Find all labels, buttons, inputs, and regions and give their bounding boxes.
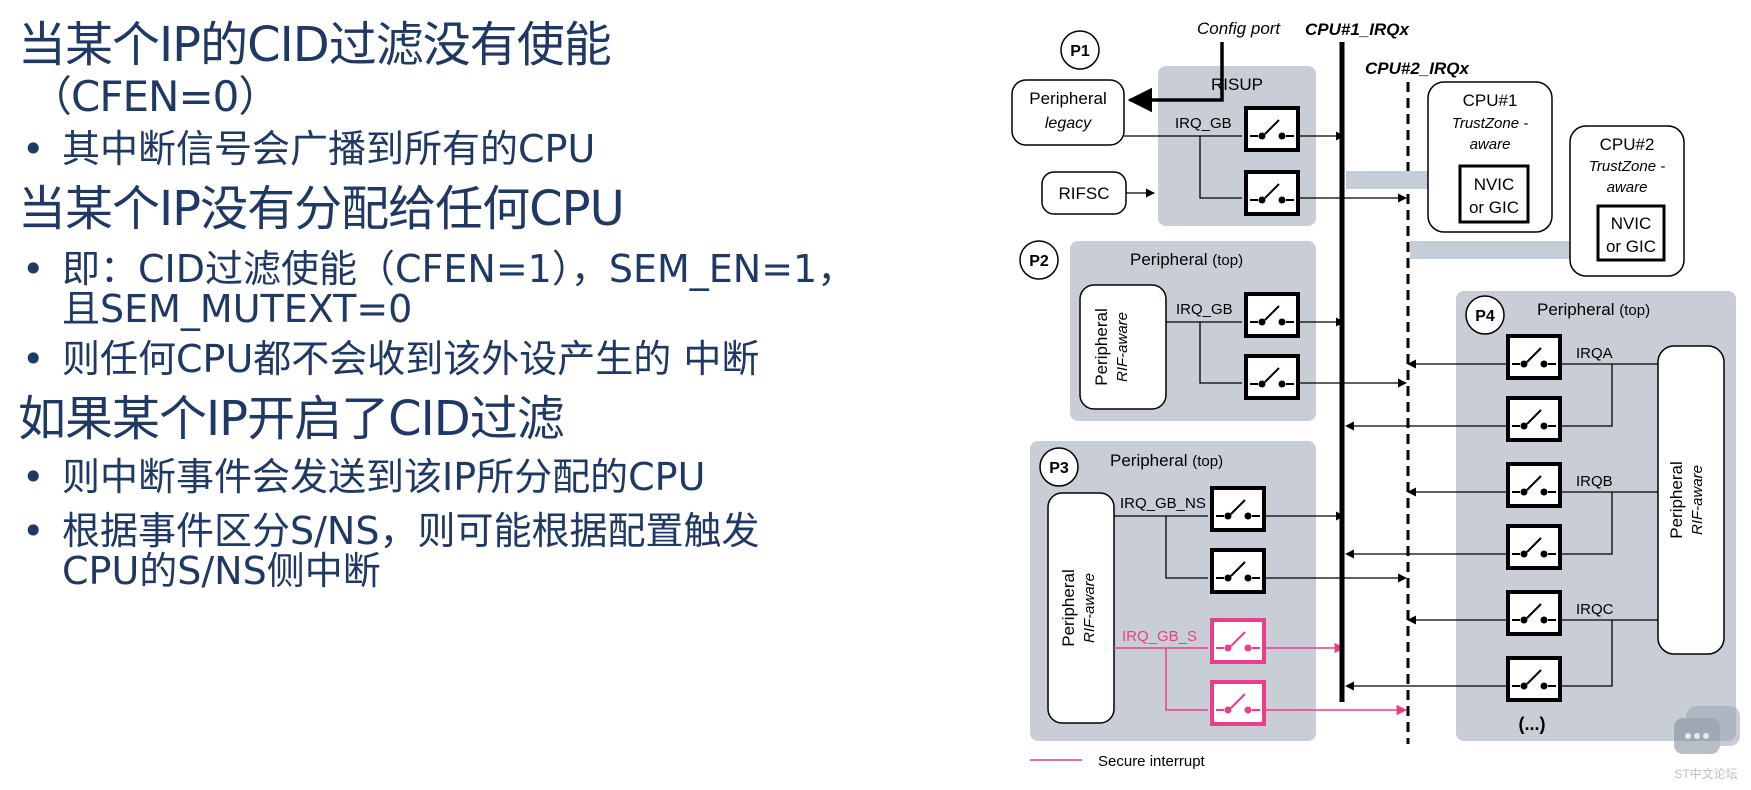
p4-ellipsis: (...) [1519, 714, 1546, 734]
bullet-text: 且SEM_MUTEXT=0 [62, 287, 413, 331]
irq-gb-s-label: IRQ_GB_S [1122, 628, 1197, 645]
irq-gb-label-p1: IRQ_GB [1175, 115, 1232, 132]
switch-p4-b2 [1506, 524, 1562, 570]
bullet-dot: • [22, 337, 45, 381]
bullet-text: 即：CID过滤使能（CFEN=1），SEM_EN=1， [62, 247, 856, 291]
p1-irq-branch [1199, 136, 1242, 199]
left-text-panel: 当某个IP的CID过滤没有使能 （CFEN=0） • 其中断信号会广播到所有的C… [18, 17, 856, 593]
p2-title-main: Peripheral [1130, 250, 1208, 269]
switch-p4-a2 [1506, 396, 1562, 442]
switch-p4-b1 [1506, 462, 1562, 508]
p4-out-arrows [1345, 359, 1508, 691]
p2-irq-branch [1199, 322, 1242, 384]
p2-peripheral-box [1079, 284, 1167, 410]
cpu1-title: CPU#1 [1463, 91, 1518, 110]
switch-p3-ns-a [1210, 486, 1266, 532]
p4-title-top: (top) [1619, 302, 1650, 319]
p4-badge [1465, 295, 1505, 335]
p3-label: P3 [1049, 460, 1069, 477]
config-port-arrow [1127, 42, 1224, 113]
p4-title: Peripheral (top) [1537, 300, 1650, 319]
peripheral-legacy-box [1011, 79, 1125, 146]
switch-p1-b [1244, 170, 1300, 216]
heading-ip-not-assigned: 当某个IP没有分配给任何CPU [18, 181, 625, 237]
p2-title-top: (top) [1212, 252, 1243, 269]
cpu1-trustzone: TrustZone - [1452, 115, 1528, 132]
p3-rif-aware: RIF-aware [1081, 573, 1098, 643]
p3-title: Peripheral (top) [1110, 451, 1223, 470]
irq-gb-ns-label: IRQ_GB_NS [1120, 495, 1206, 512]
bullet-dot: • [22, 127, 45, 171]
bullet-dot: • [22, 247, 45, 291]
cpu2-or-gic: or GIC [1606, 237, 1656, 256]
watermark: ST中文论坛 [1674, 706, 1740, 781]
cpu1-aware: aware [1470, 136, 1511, 153]
cpu2-aware: aware [1607, 179, 1648, 196]
cpu1-or-gic: or GIC [1469, 198, 1519, 217]
cpu1-nvic: NVIC [1474, 175, 1515, 194]
p3-peripheral-box [1047, 492, 1115, 724]
bullet-dot: • [22, 455, 45, 499]
irqc-label: IRQC [1576, 601, 1614, 618]
p1-label: P1 [1070, 43, 1090, 60]
cpu2-title: CPU#2 [1600, 135, 1655, 154]
switch-p4-a1 [1506, 334, 1562, 380]
heading-cfen-0: （CFEN=0） [30, 72, 280, 121]
risup-label: RISUP [1211, 75, 1263, 94]
p2-rif-aware: RIF-aware [1114, 312, 1131, 382]
switch-p3-ns-b [1210, 548, 1266, 594]
p3-peripheral-title: Peripheral [1059, 569, 1078, 647]
switch-p4-c2 [1506, 656, 1562, 702]
cpu2-big-arrow [1410, 232, 1602, 268]
bullet-dot: • [22, 509, 45, 553]
p1-badge [1060, 30, 1100, 70]
cpu1-nvic-box [1458, 164, 1530, 224]
switch-p2-a [1244, 292, 1300, 338]
switch-p4-c1 [1506, 590, 1562, 636]
rifsc-label: RIFSC [1059, 184, 1110, 203]
irq-gb-label-p2: IRQ_GB [1176, 301, 1233, 318]
heading-cid-filter-disabled: 当某个IP的CID过滤没有使能 [18, 17, 612, 73]
cpu2-trustzone: TrustZone - [1589, 158, 1665, 175]
p3-title-main: Peripheral [1110, 451, 1188, 470]
p3-s-branch [1165, 648, 1208, 711]
switch-p1-a [1244, 106, 1300, 152]
switch-p3-s-a [1210, 618, 1266, 664]
p3-title-top: (top) [1192, 453, 1223, 470]
p4-rif-aware: RIF-aware [1689, 465, 1706, 535]
switch-p3-s-b [1210, 680, 1266, 726]
bullet-text: 则任何CPU都不会收到该外设产生的 中断 [62, 337, 760, 381]
switch-p2-b [1244, 354, 1300, 400]
p2-label: P2 [1029, 253, 1049, 270]
irqb-label: IRQB [1576, 473, 1613, 490]
bullet-text: 其中断信号会广播到所有的CPU [62, 127, 596, 171]
p3-ns-branch [1165, 516, 1208, 579]
bullet-text: 根据事件区分S/NS，则可能根据配置触发 [62, 509, 760, 553]
p2-badge [1019, 240, 1059, 280]
bullet-text: CPU的S/NS侧中断 [62, 549, 381, 593]
cpu2-nvic-box [1596, 204, 1666, 262]
p4-title-main: Peripheral [1537, 300, 1615, 319]
p4-label: P4 [1475, 308, 1495, 325]
p4-peripheral-box [1657, 345, 1725, 655]
irqa-label: IRQA [1576, 345, 1613, 362]
p2-peripheral-title: Peripheral [1092, 308, 1111, 386]
p3-badge [1039, 447, 1079, 487]
legend-secure-label: Secure interrupt [1098, 753, 1206, 770]
heading-cid-filter-on: 如果某个IP开启了CID过滤 [18, 391, 565, 447]
config-port-label: Config port [1197, 19, 1281, 38]
bullet-text: 则中断事件会发送到该IP所分配的CPU [62, 455, 706, 499]
watermark-label: ST中文论坛 [1674, 766, 1737, 781]
p4-peripheral-title: Peripheral [1667, 461, 1686, 539]
cpu2-irq-label: CPU#2_IRQx [1365, 59, 1470, 78]
cpu1-irq-label: CPU#1_IRQx [1305, 20, 1410, 39]
peripheral-legacy-title: Peripheral [1029, 89, 1107, 108]
p2-title: Peripheral (top) [1130, 250, 1243, 269]
p4-wires [1560, 363, 1658, 687]
cpu2-nvic: NVIC [1611, 214, 1652, 233]
peripheral-legacy-sub: legacy [1045, 115, 1092, 132]
